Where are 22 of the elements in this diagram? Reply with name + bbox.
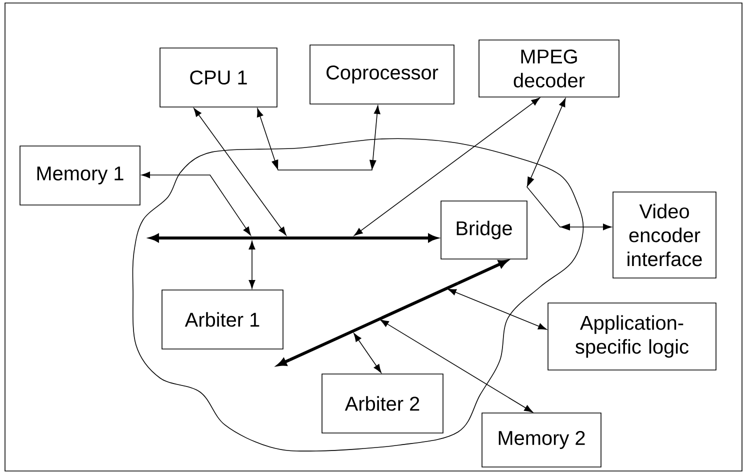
arrow: [526, 98, 612, 230]
component-box: Arbiter 2: [322, 374, 444, 434]
component-box: CPU 1: [160, 48, 278, 108]
component-box: Coprocessor: [310, 44, 454, 104]
bus-line: [277, 282, 458, 366]
arrow: [354, 98, 540, 236]
arrow: [380, 320, 533, 412]
component-box: MPEG decoder: [478, 40, 620, 98]
arrow: [141, 172, 251, 236]
component-box: Memory 1: [20, 146, 140, 206]
component-box: Bridge: [440, 200, 528, 260]
component-box: Arbiter 1: [162, 290, 284, 350]
arrow: [354, 333, 382, 373]
bus-arrow: [420, 234, 438, 242]
arrow: [194, 108, 286, 236]
bus-arrow: [457, 260, 508, 285]
component-box: Video encoder interface: [612, 192, 716, 278]
component-box: Memory 2: [482, 412, 602, 468]
component-box: Application-specific logic: [548, 302, 716, 370]
arrow: [256, 105, 380, 170]
arrow: [448, 288, 547, 330]
arrow: [248, 240, 256, 289]
